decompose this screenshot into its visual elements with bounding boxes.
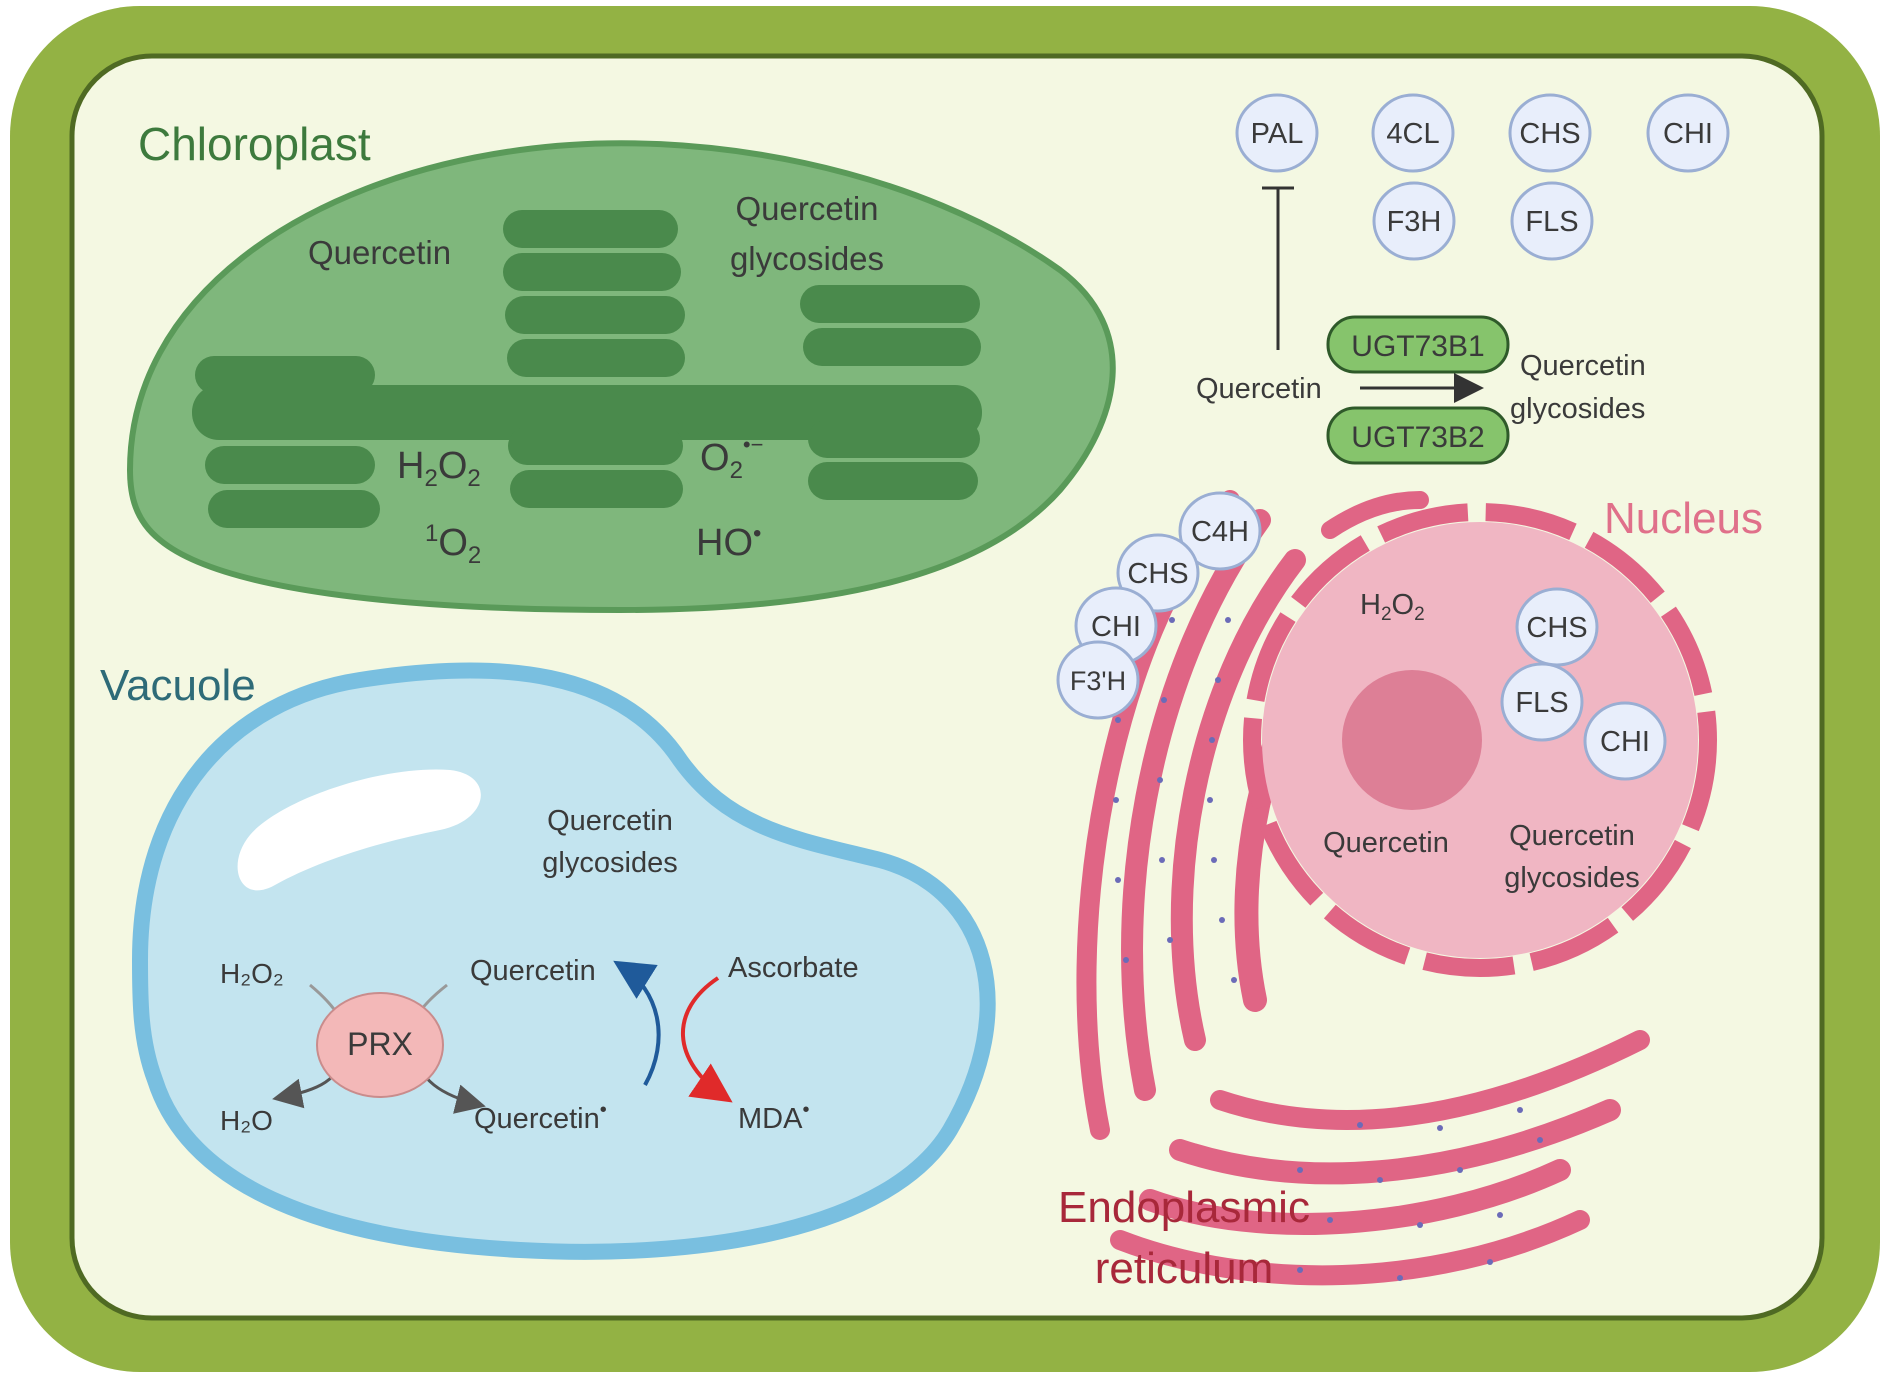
thylakoid-stacks xyxy=(192,210,982,528)
thylakoid xyxy=(808,420,980,458)
enzyme-chi-top: CHI xyxy=(1646,93,1730,173)
inhibition-line xyxy=(1262,186,1294,350)
enzyme-4cl: 4CL xyxy=(1371,93,1455,173)
vacuole-glycosides-line1: Quercetin xyxy=(547,805,673,837)
enzyme-fls-top: FLS xyxy=(1510,181,1594,261)
chloroplast-title: Chloroplast xyxy=(138,118,371,170)
enzyme-label: CHS xyxy=(1127,558,1188,590)
enzyme-pal: PAL xyxy=(1235,93,1319,173)
er-cisterna xyxy=(1170,549,1306,1051)
ugt-substrate: Quercetin xyxy=(1196,373,1322,405)
vacuole-title: Vacuole xyxy=(100,661,256,710)
vacuole-highlight xyxy=(237,769,481,891)
nucleus-title: Nucleus xyxy=(1604,494,1763,543)
enzyme-label: F3'H xyxy=(1070,666,1126,696)
enzyme-chs-top: CHS xyxy=(1508,93,1592,173)
thylakoid xyxy=(195,356,375,394)
er-ribosomes xyxy=(1113,617,1543,1281)
er-enzyme-c4h: C4H xyxy=(1178,491,1262,571)
nucleolus xyxy=(1342,670,1482,810)
vacuole xyxy=(131,662,996,1260)
prx-label: PRX xyxy=(347,1026,413,1062)
chloroplast-h2o2: H2O2 xyxy=(397,445,481,492)
chloroplast xyxy=(126,140,1116,614)
er-title-line1: Endoplasmic xyxy=(1058,1183,1310,1232)
chloroplast-singlet-oxygen: 1O2 xyxy=(425,520,481,569)
stroma-lamella xyxy=(192,385,982,440)
ugt73b1: UGT73B1 xyxy=(1326,315,1510,374)
thylakoid xyxy=(510,470,683,508)
endoplasmic-reticulum xyxy=(1076,490,1650,1286)
vacuole-mda: MDA• xyxy=(738,1099,809,1135)
vacuole-h2o: H₂O xyxy=(220,1105,273,1136)
ugt73b2: UGT73B2 xyxy=(1326,406,1510,465)
chloroplast-quercetin: Quercetin xyxy=(308,234,451,271)
enzyme-label: CHI xyxy=(1600,726,1650,758)
ugt-product-line2: glycosides xyxy=(1510,393,1645,425)
er-enzyme-f3prime-h: F3'H xyxy=(1056,640,1140,720)
er-cisterna xyxy=(1121,509,1271,1101)
thylakoid xyxy=(208,490,380,528)
thylakoid xyxy=(808,462,978,500)
thylakoid xyxy=(800,285,980,323)
ascorbate-mda-arrow xyxy=(681,976,733,1103)
nucleus-enzyme-fls: FLS xyxy=(1500,662,1584,742)
vacuole-quercetin: Quercetin xyxy=(470,955,596,987)
nucleus-enzyme-chi: CHI xyxy=(1583,701,1667,781)
enzyme-label: C4H xyxy=(1191,516,1249,548)
chloroplast-glycosides-line2: glycosides xyxy=(730,240,884,277)
vacuole-glycosides-line2: glycosides xyxy=(542,847,677,879)
er-cisterna xyxy=(1210,1030,1650,1130)
er-cisterna xyxy=(1139,1159,1571,1235)
er-enzyme-chs: CHS xyxy=(1116,533,1200,613)
enzyme-label: CHI xyxy=(1091,611,1141,643)
er-title-line2: reticulum xyxy=(1095,1244,1274,1293)
thylakoid xyxy=(205,446,375,484)
nucleus-quercetin: Quercetin xyxy=(1323,827,1449,859)
nucleus-enzyme-chs: CHS xyxy=(1515,587,1599,667)
enzyme-label: FLS xyxy=(1525,206,1578,238)
vacuole-quercetin-radical: Quercetin• xyxy=(474,1099,607,1135)
thylakoid xyxy=(803,328,981,366)
thylakoid xyxy=(508,427,683,465)
ugt73b2-label: UGT73B2 xyxy=(1351,421,1484,454)
thylakoid xyxy=(503,253,681,291)
nucleus-glycosides-line2: glycosides xyxy=(1504,862,1639,894)
thylakoid xyxy=(507,339,685,377)
chloroplast-hydroxyl: HO• xyxy=(696,520,761,564)
enzyme-label: FLS xyxy=(1515,687,1568,719)
ugt73b1-label: UGT73B1 xyxy=(1351,330,1484,363)
enzyme-label: CHS xyxy=(1526,612,1587,644)
er-cisterna xyxy=(1321,491,1429,539)
vacuole-ascorbate: Ascorbate xyxy=(728,952,859,984)
nucleus-h2o2: H2O2 xyxy=(1360,589,1425,625)
thylakoid xyxy=(503,210,678,248)
er-cisterna xyxy=(1110,1210,1590,1286)
nucleus-glycosides-line1: Quercetin xyxy=(1509,820,1635,852)
enzyme-label: 4CL xyxy=(1386,118,1439,150)
thylakoid xyxy=(505,296,685,334)
ascorbate-quercetin-arrow xyxy=(613,960,661,1086)
nuclear-envelope xyxy=(1243,503,1717,977)
enzyme-label: PAL xyxy=(1251,118,1304,150)
enzyme-label: F3H xyxy=(1387,206,1442,238)
enzyme-f3h: F3H xyxy=(1372,181,1456,261)
chloroplast-superoxide: O2•− xyxy=(700,432,763,484)
prx-enzyme xyxy=(316,992,444,1098)
er-cisterna xyxy=(1169,1099,1621,1185)
chloroplast-glycosides-line1: Quercetin xyxy=(735,190,878,227)
enzyme-label: CHS xyxy=(1519,118,1580,150)
ugt-product-line1: Quercetin xyxy=(1520,350,1646,382)
enzyme-label: CHI xyxy=(1663,118,1713,150)
vacuole-h2o2: H₂O₂ xyxy=(220,958,284,989)
